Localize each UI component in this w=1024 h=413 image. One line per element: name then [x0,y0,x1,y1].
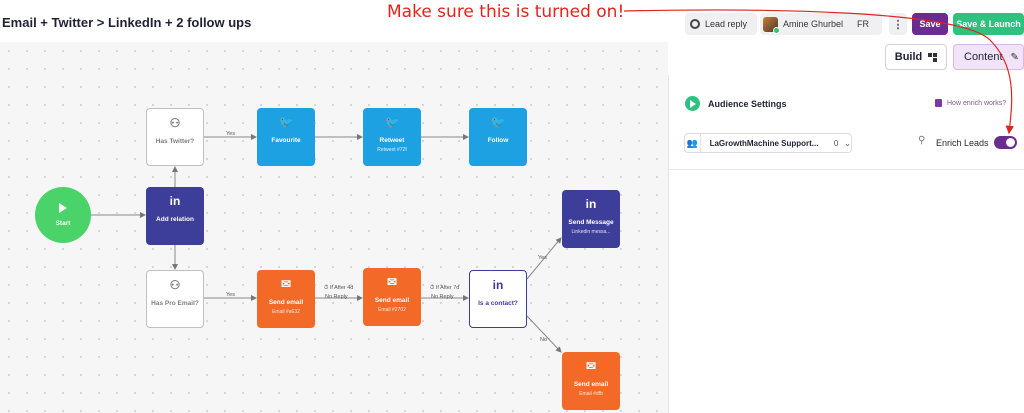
delay-label: ⏱ If After 7d [430,285,460,291]
linkedin-icon: in [492,278,504,292]
book-icon [935,99,942,107]
enrich-leads-label: Enrich Leads [936,138,989,148]
start-label: Start [55,220,71,227]
follow-node[interactable]: 🐦 Follow [469,108,527,166]
lead-reply-button[interactable]: Lead reply [685,13,757,35]
edge-label-yes: Yes [226,292,235,298]
linkedin-icon: in [585,197,597,211]
add-relation-node[interactable]: in Add relation [146,187,204,245]
has-twitter-node[interactable]: ⚇ Has Twitter? [146,108,204,166]
lead-reply-icon [690,19,700,29]
audience-select[interactable]: 👥 LaGrowthMachine Support... 0 ⌄ [684,133,852,153]
node-subtitle: Email #2702 [378,307,406,313]
chevron-down-icon: ⌄ [844,138,851,148]
content-tab-label: Content [964,51,1003,63]
edge-label-yes: Yes [226,131,235,137]
edge-label-no-reply: No Reply [325,294,348,300]
linkedin-icon: in [169,194,181,208]
user-menu[interactable]: Amine Ghurbel FR [760,13,882,35]
build-tab[interactable]: Build [885,44,947,70]
how-enrich-label: How enrich works? [947,99,1007,107]
twitter-bird-icon: 🐦 [384,115,400,129]
lead-reply-label: Lead reply [705,19,748,29]
online-status-dot [773,26,780,34]
user-check-icon: ⚇ [169,278,181,292]
language-code: FR [857,19,870,29]
delay-7d-text: If After 7d [435,285,460,291]
node-subtitle: Email #dfb [579,391,603,397]
node-title: Send Message [568,219,614,226]
delay-4d-text: If After 4d [329,285,354,291]
node-subtitle: Email #a632 [272,309,300,315]
panel-divider [669,169,1024,170]
send-email-3-node[interactable]: ✉ Send email Email #dfb [562,352,620,410]
node-title: Send email [374,297,410,304]
envelope-icon: ✉ [280,277,292,291]
node-subtitle: Linkedin messa... [571,229,611,235]
node-subtitle: Retweet #72f [377,147,407,153]
pencil-icon: ✎ [1010,51,1019,63]
edge-label-no: No [540,337,548,343]
node-title: Favourite [271,137,301,144]
is-contact-node[interactable]: in Is a contact? [469,270,527,328]
audience-settings-panel: Audience Settings How enrich works? 👥 La… [668,75,1024,413]
play-icon [59,203,67,213]
envelope-icon: ✉ [386,275,398,289]
node-title: Follow [487,137,509,144]
more-options-icon[interactable]: ⋮ [889,13,907,35]
delay-label: ⏱ If After 4d [324,285,354,291]
node-title: Retweet [379,137,405,144]
audience-name: LaGrowthMachine Support... [709,138,819,148]
node-title: Is a contact? [478,300,518,307]
twitter-bird-icon: 🐦 [278,115,294,129]
node-title: Has Pro Email? [151,300,199,307]
twitter-bird-icon: 🐦 [490,115,506,129]
favourite-node[interactable]: 🐦 Favourite [257,108,315,166]
workflow-canvas[interactable] [0,42,668,413]
envelope-icon: ✉ [585,359,597,373]
avatar [763,16,780,34]
node-title: Add relation [156,216,194,223]
send-email-1-node[interactable]: ✉ Send email Email #a632 [257,270,315,328]
annotation-note: Make sure this is turned on! [387,2,625,22]
save-launch-button[interactable]: Save & Launch [953,13,1024,35]
has-pro-email-node[interactable]: ⚇ Has Pro Email? [146,270,204,328]
save-button[interactable]: Save [912,13,948,35]
build-tab-label: Build [894,51,923,63]
node-title: Send email [268,299,304,306]
audience-count: 0 [833,138,839,148]
workflow-icon [928,52,938,62]
retweet-node[interactable]: 🐦 Retweet Retweet #72f [363,108,421,166]
play-icon [685,96,700,111]
node-title: Has Twitter? [155,138,195,145]
audience-settings-title: Audience Settings [708,99,787,109]
people-icon: 👥 [685,134,701,152]
start-node[interactable]: Start [35,187,91,243]
node-title: Send email [573,381,609,388]
send-message-node[interactable]: in Send Message Linkedin messa... [562,190,620,248]
how-enrich-link[interactable]: How enrich works? [935,99,1006,107]
enrich-leads-toggle[interactable] [994,136,1017,149]
edge-label-no-reply: No Reply [431,294,454,300]
user-check-icon: ⚇ [169,116,181,130]
edge-label-yes: Yes [538,255,547,261]
user-name: Amine Ghurbel [783,19,844,29]
content-tab[interactable]: Content ✎ [953,44,1024,70]
campaign-title[interactable]: Email + Twitter > LinkedIn + 2 follow up… [2,15,252,30]
enrich-search-icon: ⚲ [918,135,926,146]
send-email-2-node[interactable]: ✉ Send email Email #2702 [363,268,421,326]
